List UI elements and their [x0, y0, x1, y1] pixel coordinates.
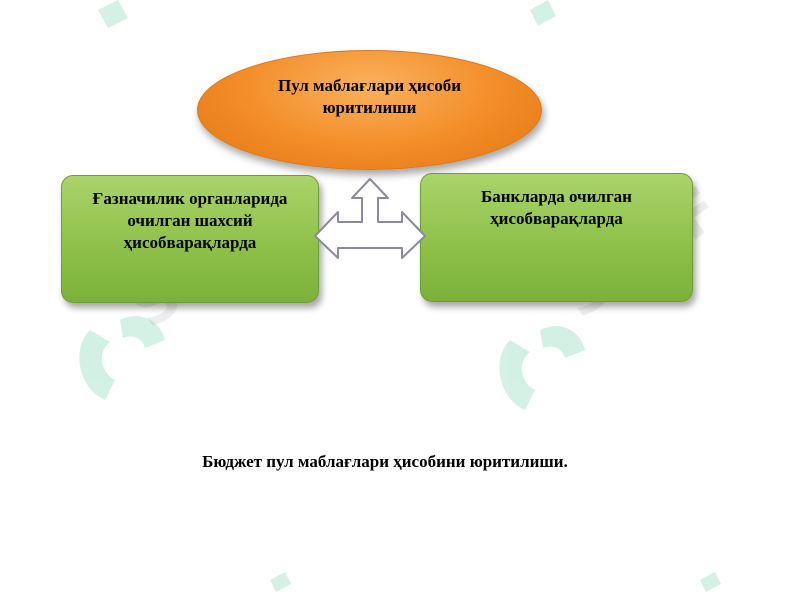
- right-node-label: Банкларда очилган ҳисобварақларда: [481, 187, 632, 228]
- top-node-label: Пул маблағлари ҳисоби юритилиши: [277, 76, 462, 117]
- right-node-box: Банкларда очилган ҳисобварақларда: [420, 173, 693, 302]
- diagram-caption: Бюджет пул маблағлари ҳисобини юритилиши…: [202, 452, 568, 471]
- three-way-arrow-icon: [314, 178, 426, 259]
- top-node-ellipse: Пул маблағлари ҳисоби юритилиши: [197, 50, 542, 170]
- left-node-box: Ғазначилик органларида очилган шахсий ҳи…: [61, 175, 319, 303]
- left-node-label: Ғазначилик органларида очилган шахсий ҳи…: [92, 189, 288, 252]
